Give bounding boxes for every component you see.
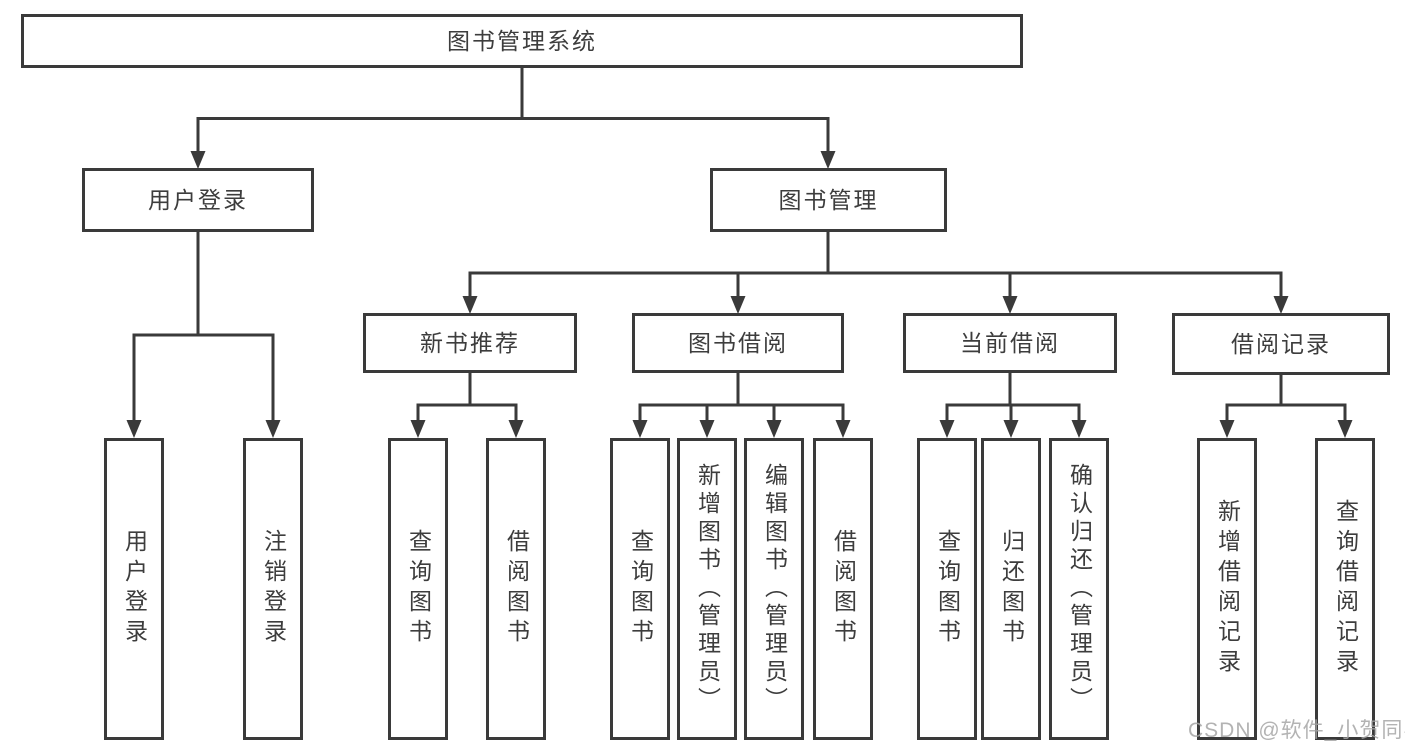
node-root-library-system: 图书管理系统 <box>21 14 1023 68</box>
connector-book-borrowing <box>632 372 851 438</box>
node-user-login: 用户登录 <box>82 168 314 232</box>
node-current-borrowing: 当前借阅 <box>903 313 1117 373</box>
leaf-borrowing-borrow-books: 借阅图书 <box>813 438 873 740</box>
leaf-borrowing-query-books: 查询图书 <box>610 438 670 740</box>
connector-user-login <box>126 231 281 438</box>
leaf-recommend-query-books: 查询图书 <box>388 438 448 740</box>
watermark: CSDN @软件_小贺同学 <box>1188 719 1405 742</box>
leaf-current-confirm-return-admin: 确认归还（管理员） <box>1049 438 1109 740</box>
leaf-records-query-record: 查询借阅记录 <box>1315 438 1375 740</box>
connector-borrowing-records <box>1219 373 1353 438</box>
leaf-borrowing-edit-books-admin: 编辑图书（管理员） <box>744 438 804 740</box>
leaf-current-query-books: 查询图书 <box>917 438 977 740</box>
node-borrowing-records: 借阅记录 <box>1172 313 1390 375</box>
leaf-current-return-books: 归还图书 <box>981 438 1041 740</box>
leaf-recommend-borrow-books: 借阅图书 <box>486 438 546 740</box>
node-new-book-recommend: 新书推荐 <box>363 313 577 373</box>
leaf-borrowing-add-books-admin: 新增图书（管理员） <box>677 438 737 740</box>
leaf-records-add-record: 新增借阅记录 <box>1197 438 1257 740</box>
node-book-borrowing: 图书借阅 <box>632 313 844 373</box>
leaf-user-login: 用户登录 <box>104 438 164 740</box>
connector-current-borrowing <box>939 372 1087 438</box>
leaf-logout: 注销登录 <box>243 438 303 740</box>
connector-new-book-recommend <box>410 372 524 438</box>
node-book-management: 图书管理 <box>710 168 947 232</box>
connector-root-to-level2 <box>190 67 836 169</box>
connector-book-management <box>462 231 1289 314</box>
